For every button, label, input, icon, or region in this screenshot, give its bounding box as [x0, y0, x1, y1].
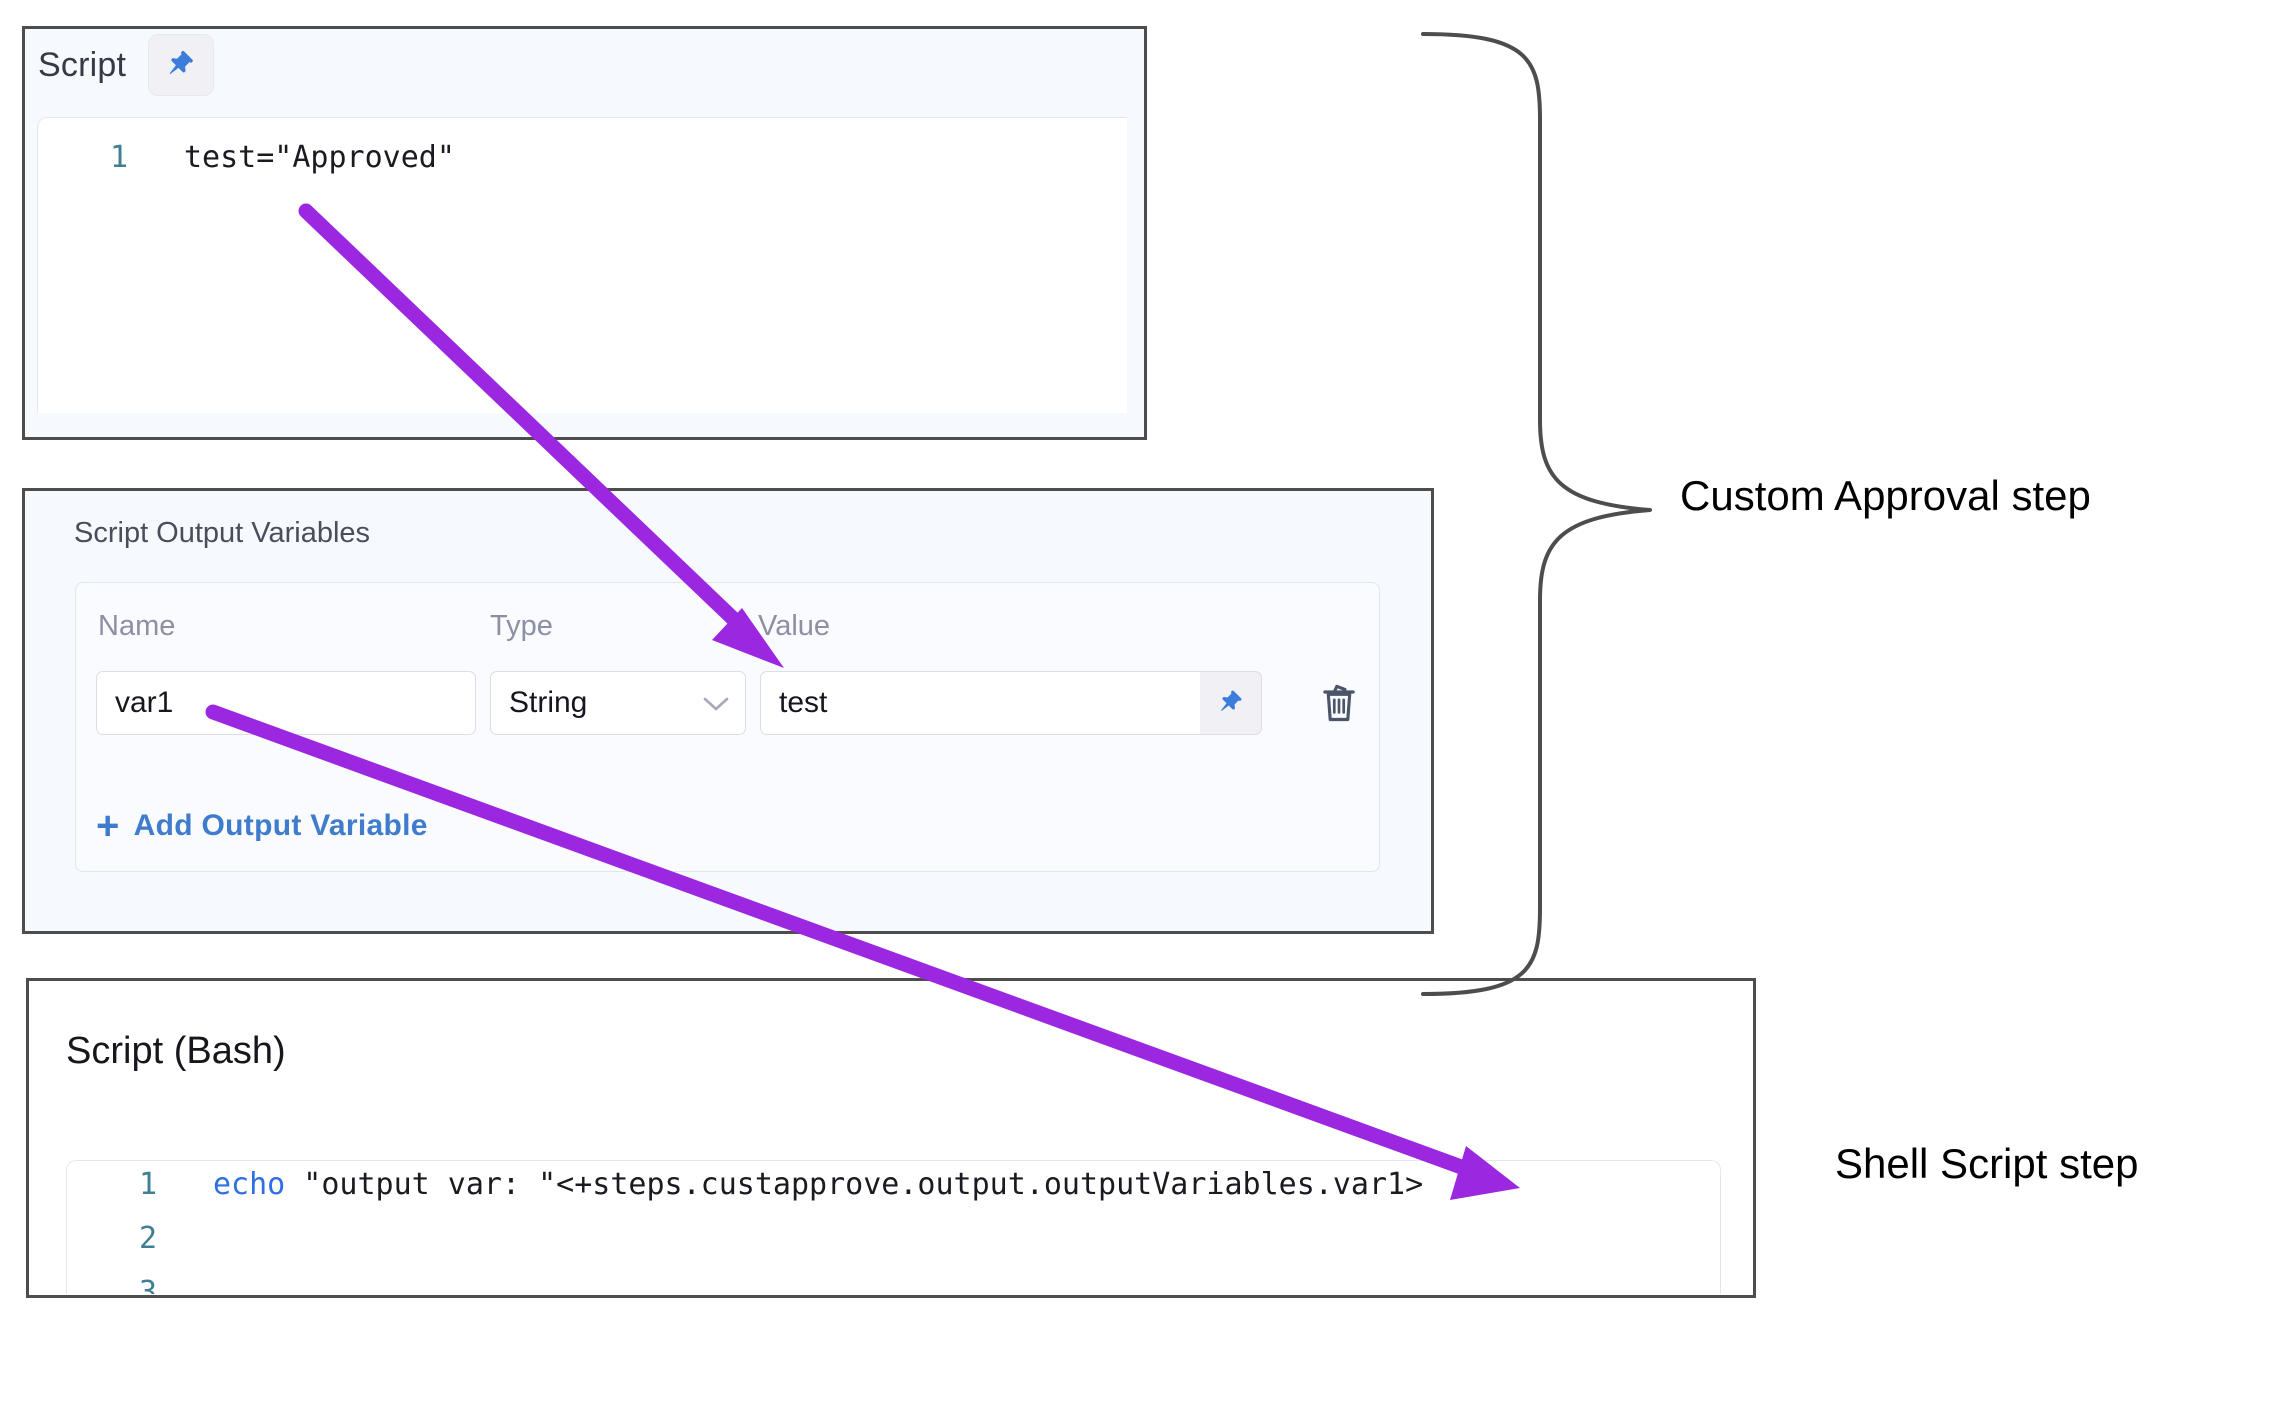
code-line: 1 echo "output var: "<+steps.custapprove…	[67, 1161, 1720, 1221]
script-panel-title: Script	[38, 45, 127, 84]
plus-icon: +	[96, 804, 120, 848]
line-number: 1	[109, 140, 128, 175]
annotation-custom-approval-step: Custom Approval step	[1680, 472, 2091, 519]
column-header-name: Name	[98, 610, 176, 642]
line-number: 1	[138, 1167, 157, 1202]
script-panel-header: Script	[38, 34, 215, 96]
bash-panel-title: Script (Bash)	[66, 1030, 286, 1072]
code-text: test="Approved"	[184, 140, 455, 175]
code-line: 2	[67, 1221, 1720, 1275]
variable-value-pushpin-icon[interactable]	[1200, 671, 1262, 735]
code-line: 3	[67, 1275, 1720, 1294]
column-header-value: Value	[758, 610, 831, 642]
variable-type-select[interactable]: String	[490, 671, 746, 735]
add-output-variable-label: Add Output Variable	[133, 809, 428, 842]
line-number: 2	[138, 1221, 157, 1256]
curly-brace	[1421, 32, 1652, 996]
pushpin-icon[interactable]	[148, 34, 215, 96]
script-output-variables-title: Script Output Variables	[74, 517, 371, 549]
trash-icon[interactable]	[1312, 676, 1366, 730]
code-text: echo "output var: "<+steps.custapprove.o…	[167, 1167, 1423, 1202]
line-number: 3	[138, 1275, 157, 1294]
code-keyword: echo	[213, 1167, 286, 1202]
variable-value-input[interactable]: test	[760, 671, 1200, 735]
variable-type-value: String	[509, 686, 588, 719]
code-line: 1 test="Approved"	[38, 118, 1127, 194]
chevron-down-icon	[703, 690, 729, 716]
bash-code-editor[interactable]: 1 echo "output var: "<+steps.custapprove…	[66, 1160, 1721, 1294]
add-output-variable-button[interactable]: + Add Output Variable	[96, 806, 428, 846]
script-code-editor[interactable]: 1 test="Approved"	[37, 117, 1127, 413]
column-header-type: Type	[490, 610, 553, 642]
code-rest: "output var: "<+steps.custapprove.output…	[285, 1167, 1424, 1202]
variable-name-input[interactable]: var1	[96, 671, 476, 735]
annotation-shell-script-step: Shell Script step	[1835, 1140, 2139, 1187]
